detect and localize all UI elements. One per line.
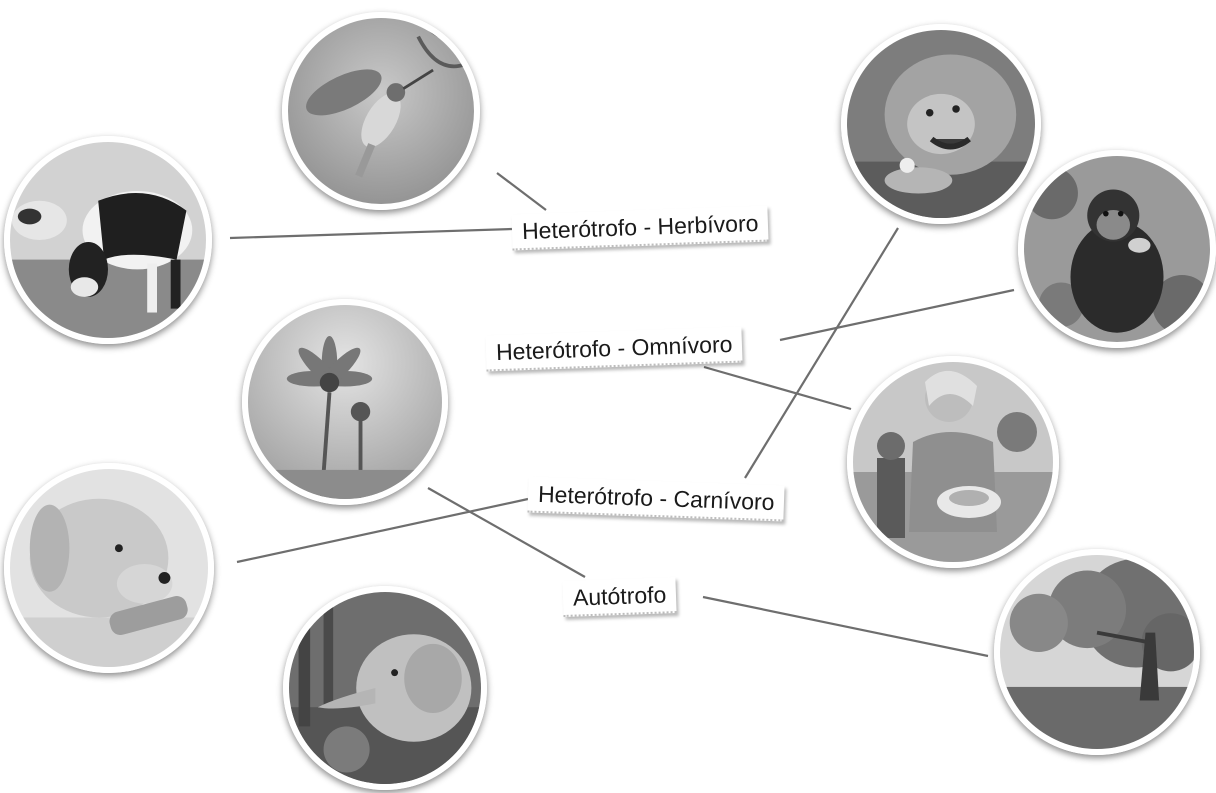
puppy-photo (4, 463, 214, 673)
connector-woman-omnivoro (704, 367, 851, 409)
hummingbird-photo (282, 12, 480, 210)
chimpanzee-photo (1018, 150, 1216, 348)
label-autotrofo: Autótrofo (562, 577, 677, 617)
tree-photo (994, 549, 1200, 755)
connector-chimpanzee-omnivoro (780, 290, 1014, 340)
cow-photo (4, 136, 212, 344)
connector-puppy-carnivoro (237, 499, 528, 562)
elephant-photo (283, 586, 487, 790)
woman-eating-photo (847, 356, 1059, 568)
connector-hummingbird-herbivoro (497, 173, 546, 210)
flower-photo (242, 299, 448, 505)
connector-cow-herbivoro (230, 229, 512, 238)
lion-photo (841, 24, 1041, 224)
connector-tree-autotrofo (703, 597, 988, 656)
